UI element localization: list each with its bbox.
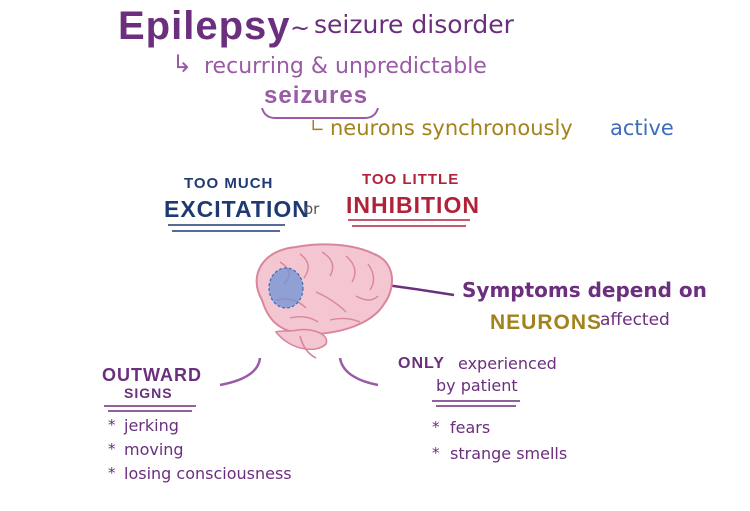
title-tilde: ~ <box>290 16 310 40</box>
outward-bullet-3: * <box>108 466 116 481</box>
patient-item-2: strange smells <box>450 446 567 462</box>
title-main: Epilepsy <box>118 6 291 46</box>
patient-bullet-1: * <box>432 420 440 435</box>
definition-line3-part2: active <box>610 118 674 139</box>
definition-seizures: seizures <box>264 84 368 108</box>
definition-arrow: ↳ <box>172 52 192 76</box>
definition-line3-part1: neurons synchronously <box>330 118 573 139</box>
patient-heading2: by patient <box>436 378 518 394</box>
outward-bullet-2: * <box>108 442 116 457</box>
symptoms-affected: affected <box>600 312 670 329</box>
patient-bullet-2: * <box>432 446 440 461</box>
seizure-focus-icon <box>269 268 303 308</box>
outward-bullet-1: * <box>108 418 116 433</box>
cause-or: or <box>304 202 319 217</box>
patient-item-1: fears <box>450 420 490 436</box>
outward-item-1: jerking <box>124 418 179 434</box>
symptoms-line1: Symptoms depend on <box>462 280 707 300</box>
outward-item-3: losing consciousness <box>124 466 292 482</box>
cause-left-small: too much <box>184 176 273 191</box>
cause-inhibition: Inhibition <box>346 194 480 217</box>
symptoms-neurons: Neurons <box>490 312 602 333</box>
outward-heading1: Outward <box>102 366 202 384</box>
patient-heading1-caps: Only <box>398 356 445 372</box>
title-subtitle: seizure disorder <box>314 12 514 37</box>
outward-item-2: moving <box>124 442 184 458</box>
cause-excitation: Excitation <box>164 198 310 221</box>
definition-line1: recurring & unpredictable <box>204 56 487 78</box>
definition-line3-arrow: ∟ <box>310 118 325 136</box>
patient-heading1-rest: experienced <box>458 356 557 372</box>
cause-right-small: too little <box>362 172 459 187</box>
outward-heading2: signs <box>124 386 173 400</box>
